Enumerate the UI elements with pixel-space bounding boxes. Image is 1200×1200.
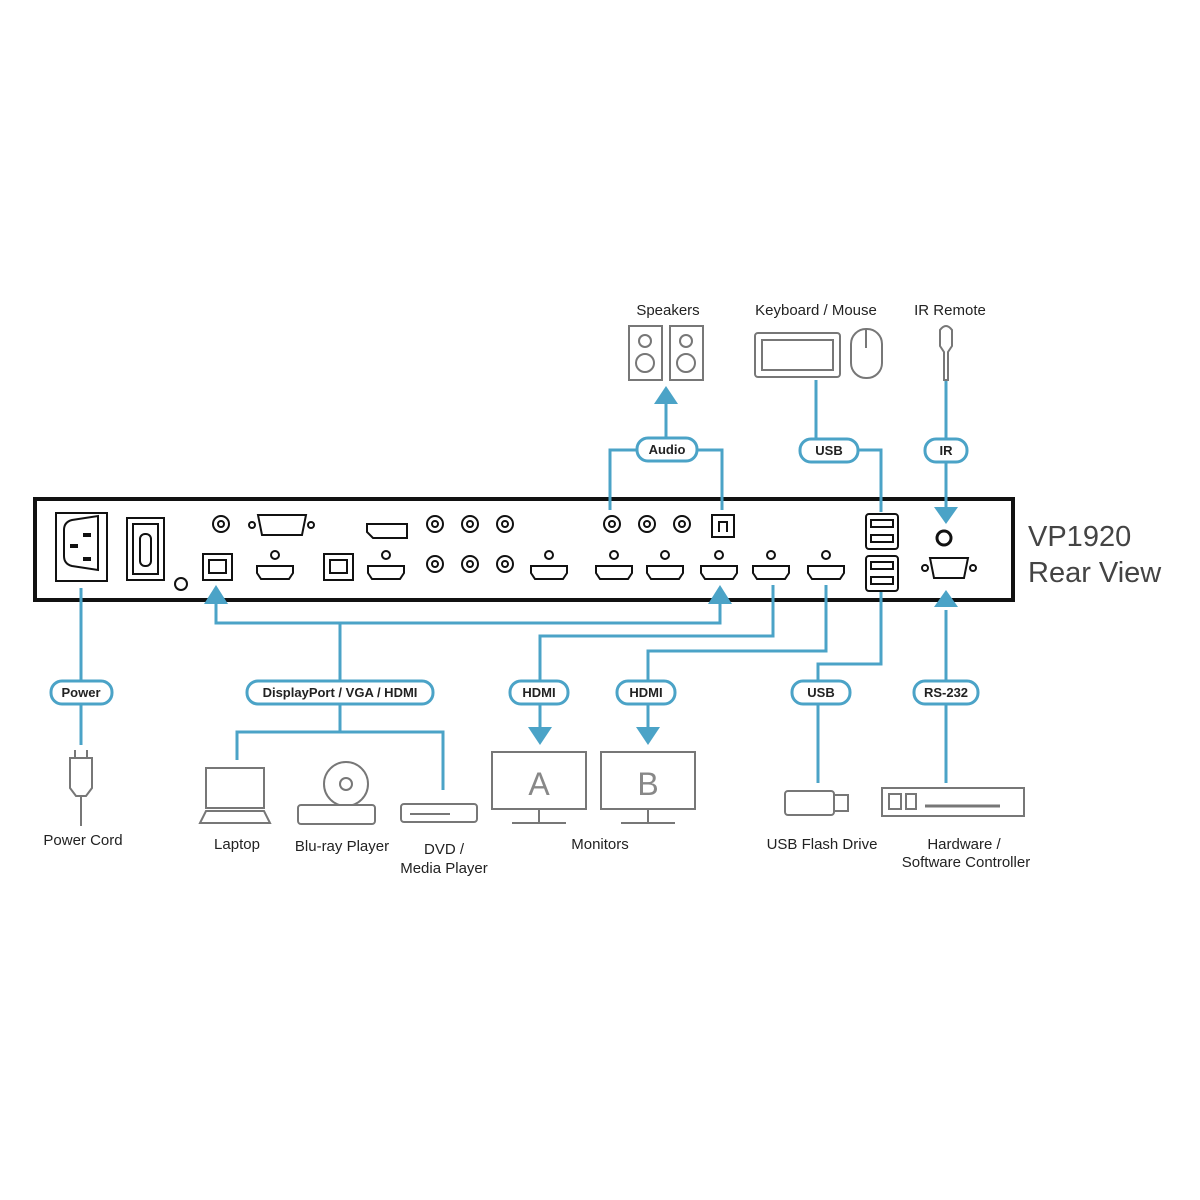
optical-port xyxy=(711,514,735,538)
vga-port xyxy=(248,514,977,579)
hdmi-screw xyxy=(714,550,724,560)
hdmi-port xyxy=(530,565,568,580)
svg-text:Power Cord: Power Cord xyxy=(43,832,122,849)
svg-text:USB: USB xyxy=(815,443,842,458)
svg-text:Blu-ray Player: Blu-ray Player xyxy=(295,838,389,855)
hdmi-screw xyxy=(821,550,831,560)
svg-text:Audio: Audio xyxy=(649,442,686,457)
laptop-icon xyxy=(198,767,272,824)
svg-text:Monitors: Monitors xyxy=(571,836,629,853)
video-in-label: DisplayPort / VGA / HDMI xyxy=(245,679,435,706)
svg-text:IR Remote: IR Remote xyxy=(914,302,986,319)
monitor-a-icon: A xyxy=(491,751,587,824)
usb-flash-drive-icon xyxy=(784,790,849,816)
bluray-icon xyxy=(297,761,376,825)
usb-a-ports xyxy=(865,513,899,592)
model-name: VP1920 xyxy=(1028,521,1131,553)
hdmi-port xyxy=(256,565,294,580)
hdmi-port xyxy=(646,565,684,580)
svg-text:B: B xyxy=(637,766,658,802)
hdmi-ports xyxy=(256,550,845,580)
ir-label: IR xyxy=(923,437,969,464)
hdmi-screw xyxy=(381,550,391,560)
ir-remote-icon xyxy=(939,325,953,381)
svg-text:HDMI: HDMI xyxy=(629,685,662,700)
hdmi-port xyxy=(807,565,845,580)
power-label: Power xyxy=(49,679,114,706)
svg-text:DisplayPort / VGA / HDMI: DisplayPort / VGA / HDMI xyxy=(263,685,418,700)
displayport-port xyxy=(366,523,408,539)
hdmi-b-label: HDMI xyxy=(615,679,677,706)
svg-text:Speakers: Speakers xyxy=(636,302,699,319)
keyboard-mouse-icon xyxy=(754,328,883,379)
ground-screw xyxy=(174,577,188,591)
svg-text:DVD /: DVD / xyxy=(424,841,465,858)
rear-panel xyxy=(33,497,1015,602)
svg-text:Software Controller: Software Controller xyxy=(902,854,1030,871)
svg-text:HDMI: HDMI xyxy=(522,685,555,700)
audio-label: Audio xyxy=(635,436,699,463)
usb-b-ports xyxy=(202,553,354,581)
svg-text:USB Flash Drive: USB Flash Drive xyxy=(767,836,878,853)
hdmi-screw xyxy=(660,550,670,560)
usb-top-label: USB xyxy=(798,437,860,464)
hdmi-screw xyxy=(766,550,776,560)
device-labels: Speakers Keyboard / Mouse IR Remote Powe… xyxy=(43,302,1162,877)
svg-text:Media Player: Media Player xyxy=(400,860,488,877)
connection-labels: Audio USB IR Power DisplayPort / VGA / H… xyxy=(49,436,980,706)
svg-text:Laptop: Laptop xyxy=(214,836,260,853)
hdmi-a-label: HDMI xyxy=(508,679,570,706)
svg-text:RS-232: RS-232 xyxy=(924,685,968,700)
hdmi-port xyxy=(595,565,633,580)
svg-text:Keyboard / Mouse: Keyboard / Mouse xyxy=(755,302,877,319)
usb-bottom-label: USB xyxy=(790,679,852,706)
svg-text:USB: USB xyxy=(807,685,834,700)
power-switch xyxy=(126,517,165,581)
hdmi-screw xyxy=(270,550,280,560)
controller-icon xyxy=(881,787,1025,817)
hdmi-port xyxy=(752,565,790,580)
svg-text:Hardware /: Hardware / xyxy=(927,836,1001,853)
svg-text:Power: Power xyxy=(61,685,100,700)
view-name: Rear View xyxy=(1028,557,1162,589)
monitor-b-icon: B xyxy=(600,751,696,824)
cables xyxy=(79,380,958,790)
hdmi-screw xyxy=(609,550,619,560)
svg-text:A: A xyxy=(528,766,550,802)
hdmi-port xyxy=(367,565,405,580)
audio-jacks xyxy=(212,515,953,573)
hdmi-screw xyxy=(544,550,554,560)
power-cord-icon xyxy=(69,750,93,826)
svg-text:IR: IR xyxy=(940,443,954,458)
power-socket xyxy=(55,512,108,582)
dvd-player-icon xyxy=(400,803,478,823)
hdmi-port xyxy=(700,565,738,580)
rs232-label: RS-232 xyxy=(912,679,980,706)
speakers-icon xyxy=(628,325,704,381)
